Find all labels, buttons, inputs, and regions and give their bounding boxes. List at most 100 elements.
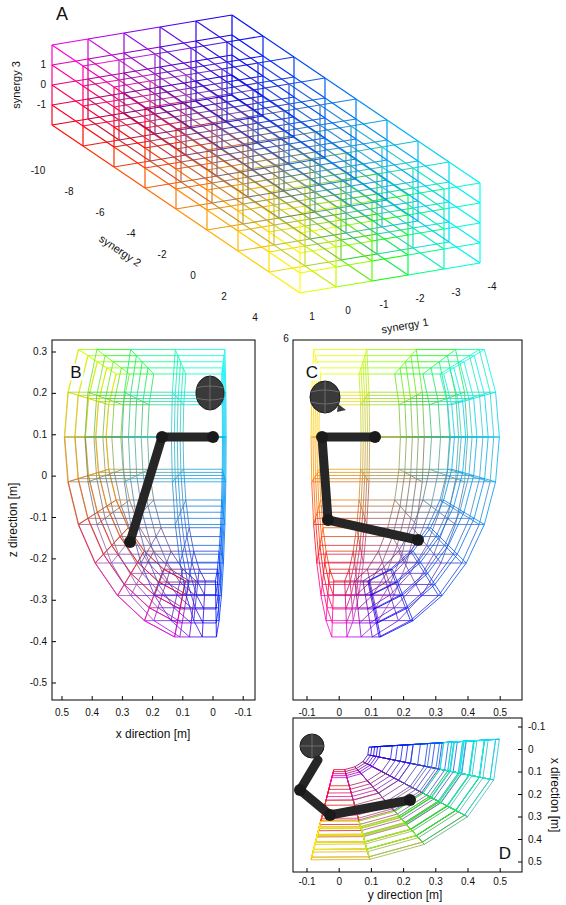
grid-line (294, 117, 325, 138)
mesh-line (159, 569, 164, 582)
grid-line (418, 201, 449, 222)
mesh-line (439, 512, 459, 513)
mesh-line (378, 623, 381, 637)
mesh-line (411, 476, 417, 479)
grid-line (232, 15, 263, 36)
mesh-line (177, 595, 193, 609)
mesh-line (438, 472, 458, 473)
mesh-line (161, 527, 189, 528)
mesh-line (395, 469, 399, 500)
mesh-line (460, 356, 470, 362)
mesh-line (370, 623, 372, 637)
mesh-line (355, 580, 363, 581)
mesh-line (107, 506, 121, 507)
mesh-line (363, 581, 365, 595)
mesh-line (184, 608, 192, 609)
mesh-line (114, 469, 123, 472)
mesh-line (326, 551, 353, 552)
mesh-line (190, 562, 192, 573)
mesh-line (418, 437, 424, 438)
mesh-line (171, 608, 174, 621)
mesh-line (204, 608, 216, 609)
mesh-line (347, 636, 361, 637)
mesh-line (367, 551, 378, 569)
mesh-line (357, 584, 390, 585)
mesh-line (198, 569, 199, 582)
grid-line (88, 119, 119, 140)
grid-line (211, 183, 212, 203)
mesh-line (324, 573, 356, 574)
mesh-line (431, 368, 438, 402)
mesh-line (141, 402, 143, 437)
mesh-line (364, 398, 366, 437)
mesh-line (392, 551, 413, 569)
mesh-line (172, 350, 175, 393)
mesh-line (223, 524, 224, 563)
mesh-line (439, 361, 459, 362)
mesh-line (68, 479, 78, 482)
mesh-line (184, 374, 186, 405)
grid-line (263, 56, 294, 77)
mesh-line (317, 563, 321, 596)
mesh-line (97, 361, 113, 362)
mesh-line (435, 584, 442, 595)
mesh-line (180, 636, 190, 637)
mesh-line (189, 527, 220, 528)
mesh-line (370, 582, 386, 583)
mesh-line (366, 437, 368, 479)
mesh-line (221, 563, 223, 596)
mesh-line (142, 512, 151, 545)
mesh-line (124, 584, 149, 607)
mesh-line (416, 392, 422, 395)
mesh-line (130, 356, 136, 396)
grid-line (269, 252, 300, 273)
grid-line (160, 87, 191, 108)
mesh-line (97, 506, 106, 512)
grid-line (231, 35, 232, 55)
mesh-line (103, 437, 106, 476)
mesh-line (225, 437, 226, 482)
grid-line (387, 180, 418, 201)
mesh-line (365, 595, 367, 609)
grid-line (479, 183, 480, 203)
mesh-line (422, 437, 424, 482)
mesh-line (97, 518, 105, 524)
grid-line (52, 65, 83, 86)
grid-line (160, 47, 191, 68)
grid-line (372, 275, 408, 281)
grid-line (88, 39, 119, 60)
mesh-line (97, 395, 131, 396)
mesh-line (314, 349, 367, 350)
mesh-line (363, 356, 365, 362)
grid-line (279, 198, 310, 219)
mesh-line (88, 482, 97, 525)
mesh-line (360, 622, 370, 623)
grid-line (263, 116, 294, 137)
grid-line (356, 159, 387, 180)
mesh-line (145, 608, 150, 621)
mesh-line (114, 368, 121, 402)
mesh-line (422, 481, 464, 482)
mesh-line (178, 518, 224, 519)
mesh-line (311, 437, 313, 482)
mesh-line (113, 506, 121, 512)
mesh-line (316, 437, 318, 472)
mesh-line (368, 609, 370, 623)
grid-line (263, 76, 294, 97)
mesh-line (137, 362, 142, 399)
mesh-line (346, 595, 351, 609)
grid-line (325, 98, 356, 119)
mesh-line (203, 595, 205, 609)
mesh-line (361, 404, 399, 405)
mesh-line (111, 554, 118, 563)
grid-line (417, 141, 418, 161)
mesh-line (131, 596, 154, 621)
mesh-line (367, 478, 417, 479)
grid-line (413, 228, 444, 249)
mesh-line (204, 581, 206, 595)
mesh-line (445, 545, 454, 554)
mesh-line (328, 595, 333, 609)
mesh-line (222, 437, 224, 438)
mesh-line (400, 367, 431, 368)
mesh-line (189, 636, 202, 637)
